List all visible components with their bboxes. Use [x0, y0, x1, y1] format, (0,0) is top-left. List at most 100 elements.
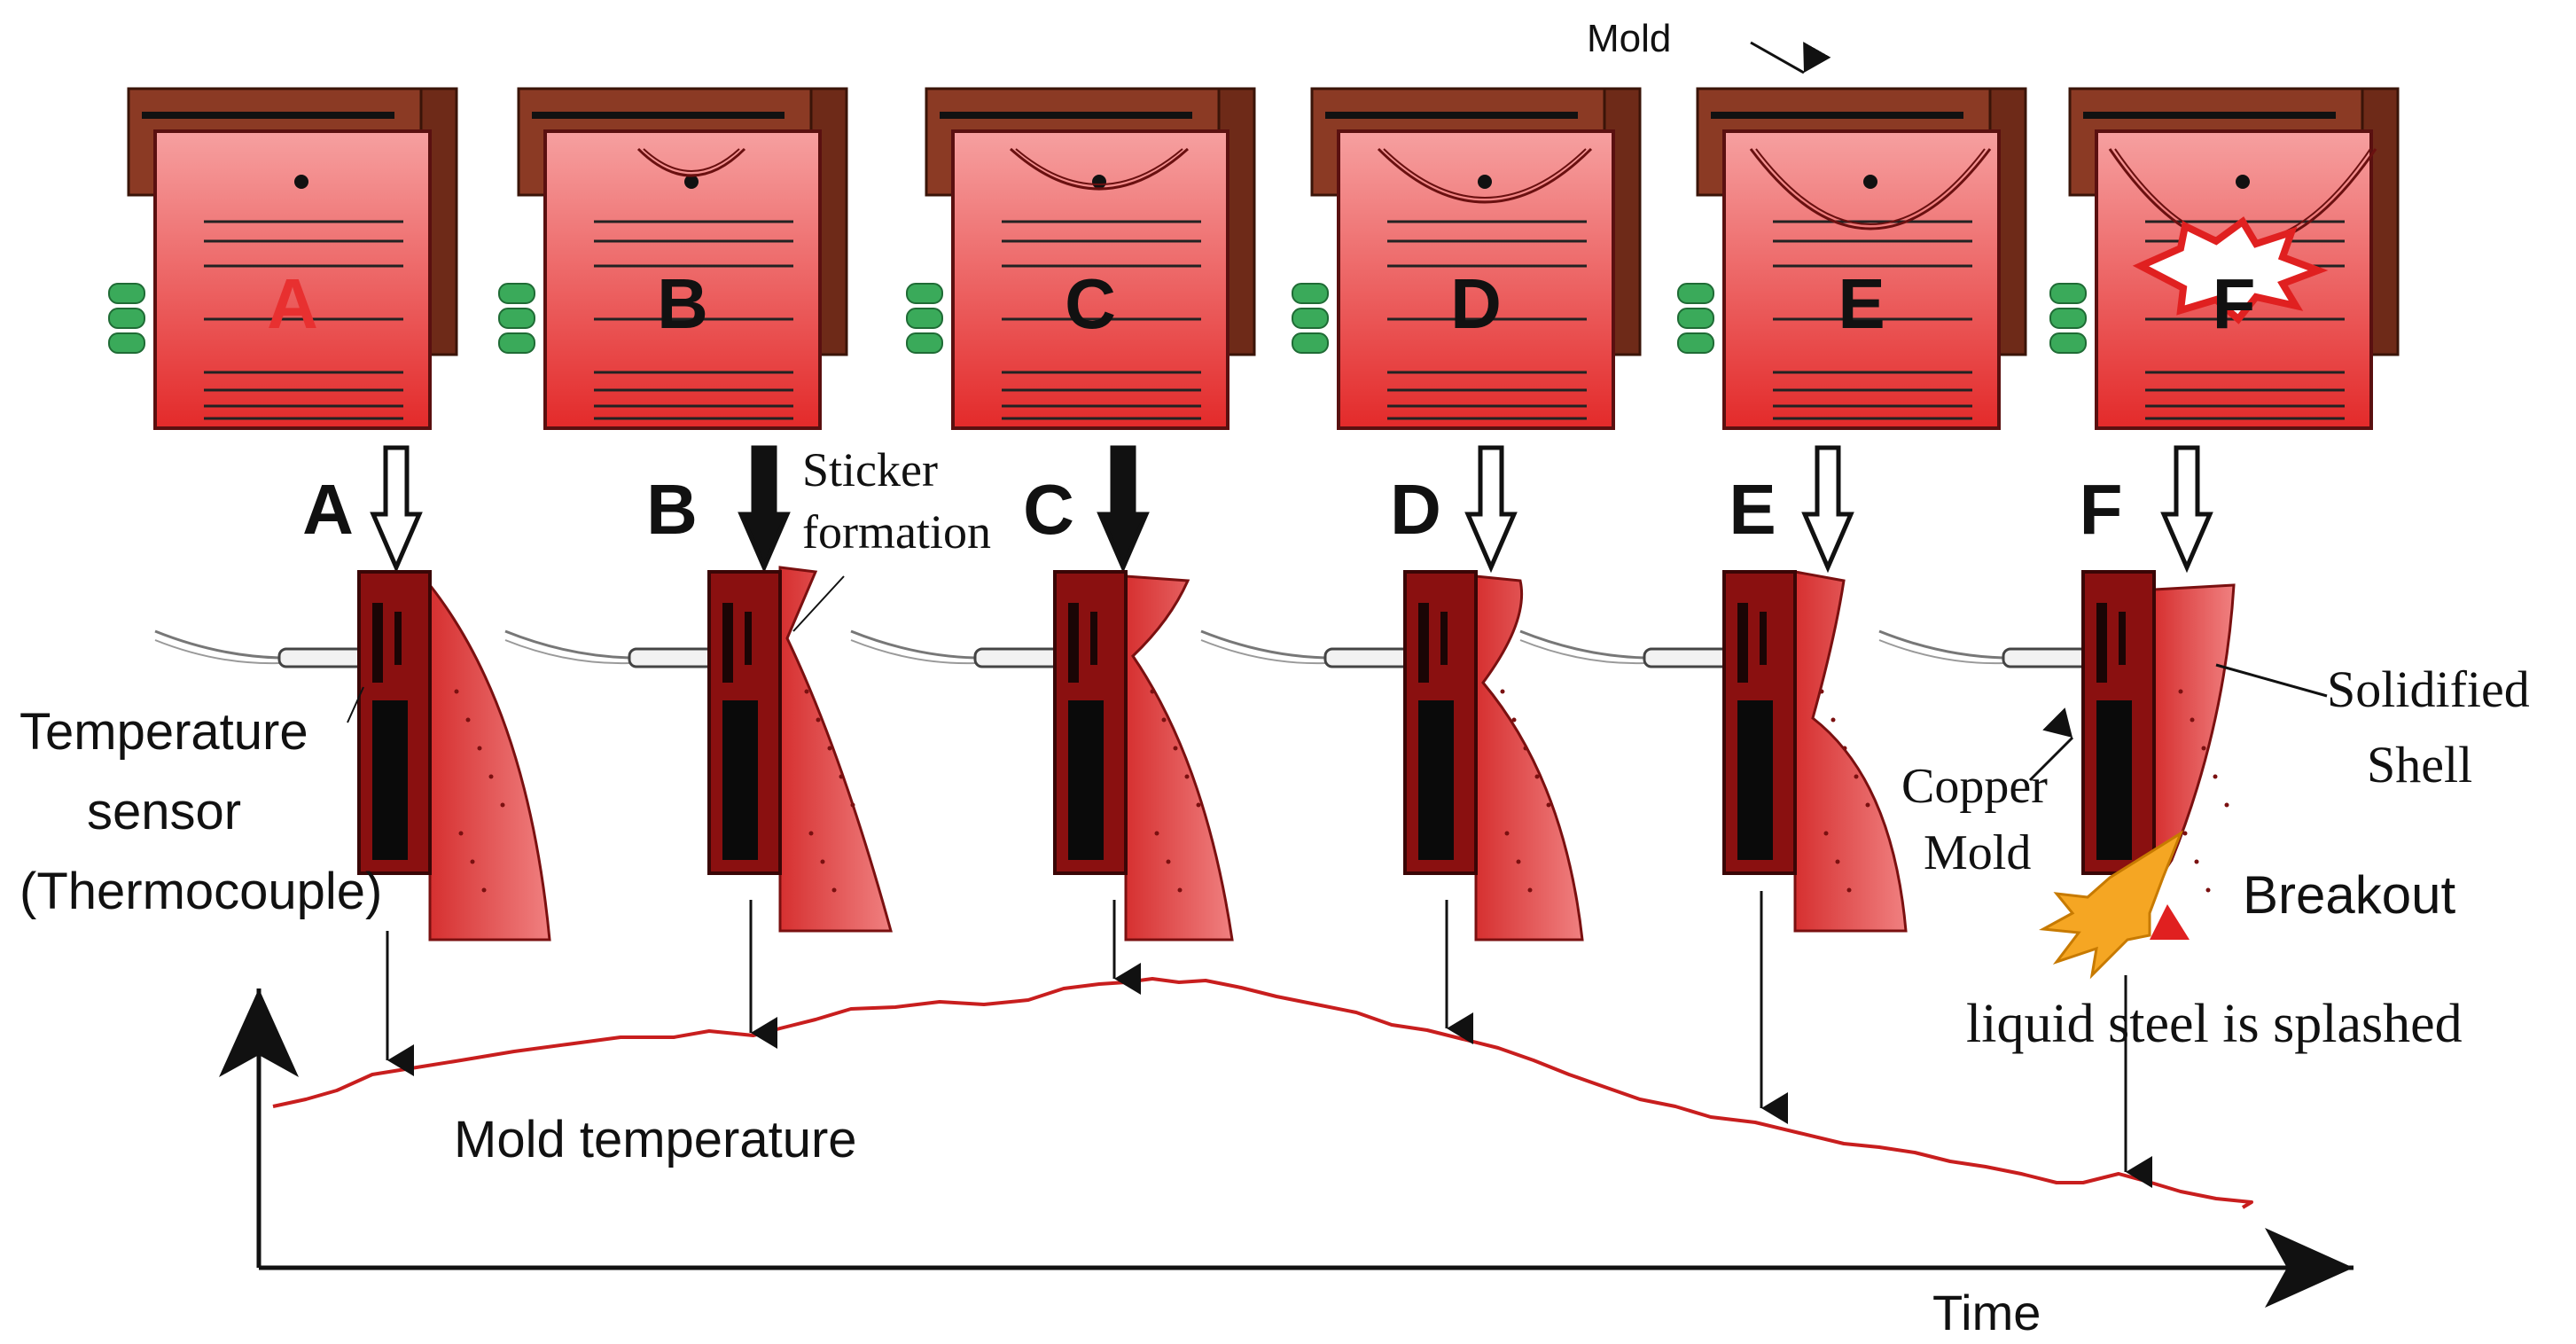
- cooling-tube: [1292, 283, 1329, 304]
- solidified-shell-label-2: Shell: [2367, 736, 2472, 793]
- thermocouple-wire: [1519, 639, 1645, 665]
- shell-speckle: [2178, 689, 2183, 694]
- copper-mold-core: [1418, 700, 1454, 860]
- copper-mold-mark: [745, 612, 752, 665]
- shell-speckle: [827, 746, 832, 751]
- shell-speckle: [1842, 746, 1847, 751]
- cooling-tube: [2049, 283, 2087, 304]
- sticker-curve: [1749, 148, 1992, 231]
- mold-label: Mold: [1587, 17, 1671, 60]
- copper-mold-label-1: Copper: [1901, 759, 2048, 814]
- shell-speckle: [2213, 774, 2218, 779]
- shell-speckle: [831, 887, 837, 893]
- shell-speckle: [500, 802, 505, 808]
- mold-temperature-curve: [272, 977, 2253, 1209]
- solidified-shell: [1474, 574, 1584, 942]
- shell-speckle: [1823, 831, 1829, 836]
- cross-section-e: [1519, 570, 1908, 933]
- stage-letter-e: E: [1729, 470, 1776, 549]
- thermocouple-wire: [1878, 629, 2004, 660]
- cross-section-d: [1200, 570, 1584, 942]
- shell-speckle: [1161, 717, 1167, 723]
- mold-letter-b: B: [657, 264, 708, 343]
- copper-mold-mark: [394, 612, 402, 665]
- time-label: Time: [1932, 1285, 2041, 1340]
- shell-speckle: [1534, 774, 1540, 779]
- cooling-tube: [498, 308, 535, 329]
- cooling-tube: [108, 308, 145, 329]
- shell-speckle: [1819, 689, 1824, 694]
- copper-mold-mark: [1068, 603, 1079, 683]
- thermocouple-wire: [1878, 639, 2004, 665]
- down-arrow-icon: [2160, 445, 2213, 574]
- stage-letter-a: A: [302, 470, 354, 549]
- copper-mold-core: [722, 700, 758, 860]
- cooling-tube: [1677, 308, 1714, 329]
- sticker-curve-inner: [643, 148, 740, 172]
- copper-mold-core: [1737, 700, 1773, 860]
- mold-block-c: C: [906, 87, 1256, 430]
- thermocouple-wire: [1200, 639, 1326, 665]
- shell-speckle: [465, 717, 471, 723]
- sensor-dot: [684, 175, 699, 189]
- copper-mold-mark: [372, 603, 383, 683]
- cross-section-f: [1878, 570, 2236, 893]
- shell-speckle: [1846, 887, 1852, 893]
- shell-speckle: [1523, 746, 1528, 751]
- shell-speckle: [1184, 774, 1190, 779]
- shell-speckle: [481, 887, 487, 893]
- stage-letter-f: F: [2080, 470, 2123, 549]
- solidified-shell: [778, 566, 893, 933]
- pointer-arrows: [347, 41, 2328, 1188]
- solidified-shell: [428, 581, 551, 942]
- breakout-label: Breakout: [2243, 865, 2455, 925]
- shell-speckle: [1831, 717, 1836, 723]
- copper-mold-mark: [722, 603, 733, 683]
- graph-axes: [219, 988, 2354, 1308]
- shell-speckle: [1516, 859, 1521, 864]
- cooling-tube: [1292, 332, 1329, 354]
- shell-speckle: [839, 774, 844, 779]
- mold-block-d: D: [1292, 87, 1642, 430]
- sticker-curve: [1009, 147, 1190, 191]
- cross-section-b: [504, 566, 893, 933]
- shell-speckle: [2194, 859, 2199, 864]
- down-arrow-icon: [738, 445, 791, 574]
- cooling-tube: [498, 283, 535, 304]
- annotations: Mold Sticker formation Temperature senso…: [20, 17, 2530, 1340]
- shell-speckle: [1154, 831, 1159, 836]
- thermocouple-wire: [1200, 629, 1326, 660]
- copper-mold-mark: [1760, 612, 1767, 665]
- shell-speckle: [2201, 746, 2206, 751]
- mold-front-face: [1337, 129, 1615, 430]
- thermocouple-wire: [504, 639, 630, 665]
- sticker-curve-inner: [1383, 148, 1587, 199]
- mold-block-f: F: [2049, 87, 2400, 430]
- sensor-dot: [1863, 175, 1877, 189]
- sticker-curve: [1377, 147, 1593, 204]
- stage-letter-d: D: [1390, 470, 1441, 549]
- thermocouple-wire: [1519, 629, 1645, 660]
- mold-front-face: [951, 129, 1229, 430]
- thermocouple-wire: [154, 639, 280, 665]
- cooling-tube: [498, 332, 535, 354]
- shell-speckle: [1865, 802, 1870, 808]
- shell-speckle: [1835, 859, 1840, 864]
- shell-speckle: [1177, 887, 1183, 893]
- mold-temperature-label: Mold temperature: [454, 1111, 857, 1168]
- temperature-sensor-label-1: Temperature: [20, 703, 308, 761]
- shell-speckle: [850, 802, 855, 808]
- copper-mold-mark: [1440, 612, 1448, 665]
- shell-speckle: [808, 831, 814, 836]
- cooling-tube: [1292, 308, 1329, 329]
- thermocouple-wire: [850, 639, 976, 665]
- down-arrow-icon: [1097, 445, 1150, 574]
- cooling-tube: [1677, 332, 1714, 354]
- splash-label: liquid steel is splashed: [1966, 994, 2463, 1054]
- shell-speckle: [1166, 859, 1171, 864]
- copper-mold-mark: [1418, 603, 1429, 683]
- solidified-shell-label-1: Solidified: [2327, 660, 2530, 718]
